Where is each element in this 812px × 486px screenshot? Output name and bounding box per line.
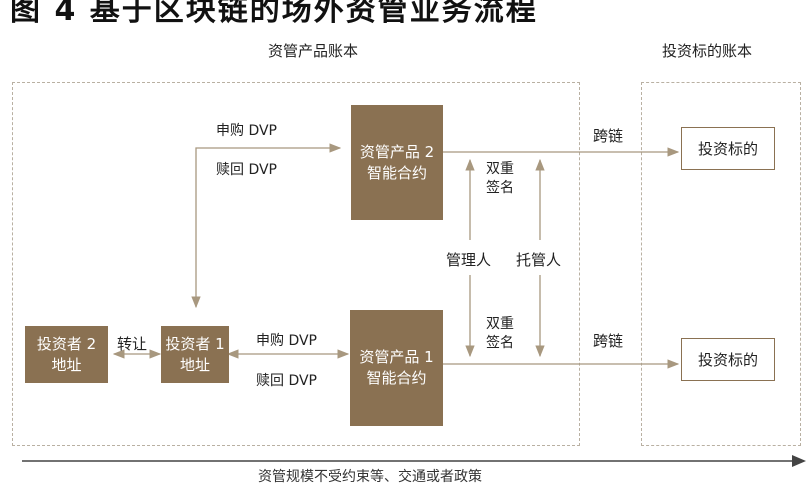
label-subscribe-top: 申购 DVP [216, 123, 278, 139]
target-top-box: 投资标的 [681, 127, 775, 170]
label-cross-chain-bottom: 跨链 [593, 332, 624, 350]
label-dual-sign-bottom: 双重签名 [486, 316, 514, 351]
connector-layer [22, 143, 806, 467]
label-subscribe-bottom: 申购 DVP [256, 333, 318, 349]
label-custodian: 托管人 [516, 249, 562, 270]
label-dual-sign-top: 双重签名 [486, 161, 514, 196]
target-ledger-label: 投资标的账本 [662, 42, 753, 60]
asset-ledger-region [12, 82, 580, 446]
target-ledger-region [641, 82, 801, 446]
label-redeem-top: 赎回 DVP [216, 162, 278, 178]
figure-title: 图 4 基于区块链的场外资管业务流程 [10, 0, 538, 28]
label-redeem-bottom: 赎回 DVP [256, 373, 318, 389]
bottom-caption: 资管规模不受约束等、交通或者政策 [258, 469, 482, 485]
label-transfer: 转让 [117, 335, 148, 353]
target-bottom-box: 投资标的 [681, 338, 775, 381]
path-investor1-to-product2 [191, 143, 342, 309]
bottom-axis-arrowhead [792, 455, 806, 467]
asset-ledger-label: 资管产品账本 [268, 42, 359, 60]
label-cross-chain-top: 跨链 [593, 127, 624, 145]
label-manager: 管理人 [446, 249, 492, 270]
